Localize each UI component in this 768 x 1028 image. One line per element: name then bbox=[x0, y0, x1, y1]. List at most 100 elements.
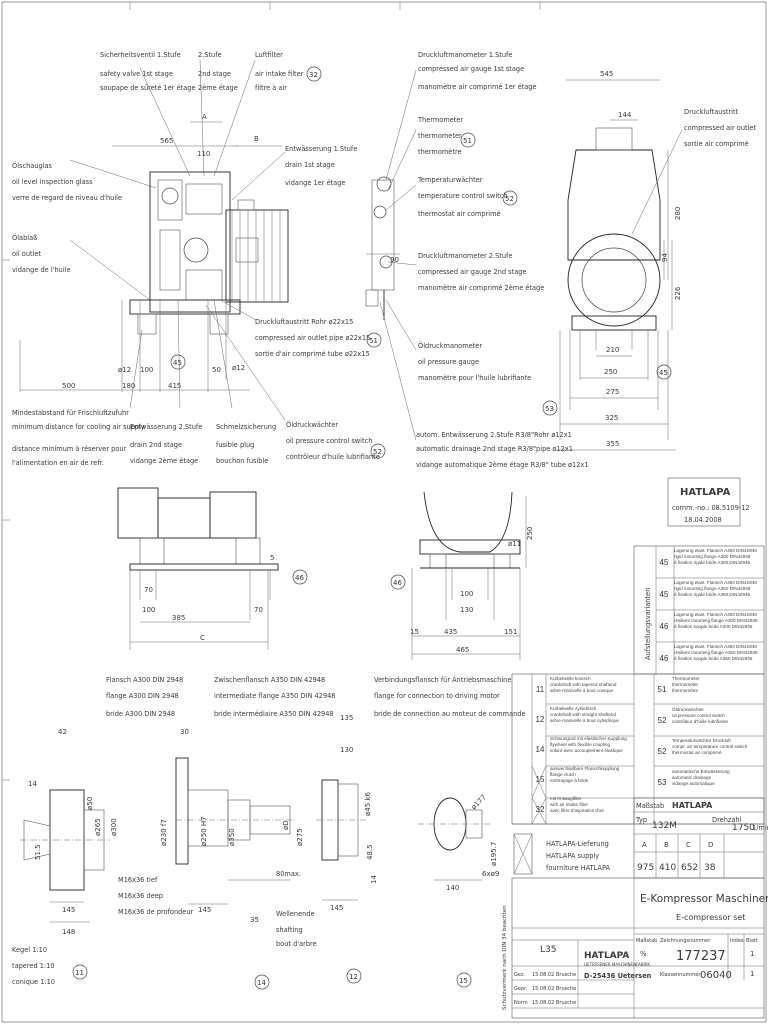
outlet-pipe-label-en: compressed air outlet pipe ø22x15 bbox=[255, 334, 370, 342]
dim-385: 385 bbox=[172, 614, 185, 622]
stage2-label-en: 2nd stage bbox=[198, 70, 231, 78]
tb-company: HATLAPA bbox=[584, 951, 629, 961]
svg-text:51: 51 bbox=[463, 137, 472, 145]
safety-valve-label-en: safety valve 1st stage bbox=[100, 70, 173, 78]
fusible-plug-label-de: Schmelzsicherung bbox=[216, 423, 276, 431]
part-left-row-text-en: with air intake filter bbox=[550, 802, 589, 807]
part-right-row-text-de: Thermometer bbox=[672, 676, 700, 681]
svg-text:D: D bbox=[708, 841, 713, 849]
drain2-label-en: drain 2nd stage bbox=[130, 441, 182, 449]
dim-130: 130 bbox=[460, 606, 473, 614]
air-outlet-right-label-en: compressed air outlet bbox=[684, 124, 756, 132]
svg-text:Brusche: Brusche bbox=[556, 972, 576, 978]
part-right-row-text-en: compr. air temperature control switch bbox=[672, 744, 748, 749]
svg-text:Drehzahl: Drehzahl bbox=[712, 816, 742, 824]
flange-a350-de: Zwischenflansch A350 DIN 42948 bbox=[214, 676, 325, 684]
svg-text:45: 45 bbox=[659, 369, 668, 377]
dim-148: 148 bbox=[62, 928, 75, 936]
option-row-text-fr: à fixation rigide bride A300 DIN42948 bbox=[674, 560, 751, 565]
dim-545: 545 bbox=[600, 70, 613, 78]
dim-C: C bbox=[200, 634, 205, 642]
svg-text:D-25436 Uetersen: D-25436 Uetersen bbox=[584, 972, 652, 980]
fusible-plug-label-fr: bouchon fusible bbox=[216, 457, 268, 465]
badge-52-oil bbox=[370, 443, 386, 459]
mounting-view-46-left: 70 100 70 385 C 5 46 bbox=[117, 487, 308, 650]
right-end-view: 545 144 210 250 275 325 355 280 94 226 4… bbox=[556, 70, 756, 451]
svg-text:Klassennummer: Klassennummer bbox=[660, 972, 701, 978]
svg-text:52: 52 bbox=[373, 448, 382, 456]
dim-177: ø177 bbox=[470, 793, 488, 811]
thread-de: M16x36 tief bbox=[118, 876, 158, 884]
dim-275: 275 bbox=[606, 388, 619, 396]
option-row-text-en: resilient mounting flange A300 DIN42948 bbox=[674, 618, 758, 623]
dim-265: ø265 bbox=[94, 818, 102, 836]
part-left-row-number: 11 bbox=[535, 684, 545, 694]
oil-outlet-label-en: oil outlet bbox=[12, 250, 41, 258]
dim-14a: 14 bbox=[28, 780, 37, 788]
svg-text:15: 15 bbox=[459, 977, 468, 985]
fusible-plug-label-en: fusible plug bbox=[216, 441, 254, 449]
tb-sheets: 1 bbox=[750, 970, 754, 978]
flange-a350-en: intermediate flange A350 DIN 42948 bbox=[214, 692, 335, 700]
dim-230: ø230 f7 bbox=[160, 819, 168, 846]
part-right-row-text-en: oil pressure control switch bbox=[672, 713, 725, 718]
temp-switch-label-fr: thermostat air comprimé bbox=[418, 210, 501, 218]
flange-a300-de: Flansch A300 DIN 2948 bbox=[106, 676, 183, 684]
tb-title-de: E-Kompressor Maschinensatz bbox=[640, 893, 768, 905]
flange-a300-en: flange A300 DIN 2948 bbox=[106, 692, 179, 700]
svg-text:15.08.02: 15.08.02 bbox=[532, 1000, 554, 1006]
option-row-text-en: rigid mounting flange A350 DIN42948 bbox=[674, 586, 751, 591]
drain1-label-en: drain 1st stage bbox=[285, 161, 335, 169]
auto-drain-label-en: automatic drainage 2nd stage R3/8"pipe ø… bbox=[416, 445, 573, 453]
dim-144: 144 bbox=[618, 111, 632, 119]
air-filter-label-fr: filtre à air bbox=[255, 84, 287, 92]
dim-A: A bbox=[202, 113, 207, 121]
tb-code: L35 bbox=[540, 945, 556, 955]
dim-51-5: 51.5 bbox=[34, 844, 42, 860]
air-outlet-right-label-de: Druckluftaustritt bbox=[684, 108, 739, 116]
oil-pressure-ctrl-label-de: Öldruckwächter bbox=[286, 420, 338, 429]
svg-text:%: % bbox=[640, 950, 647, 958]
part-left-row-text-fr: avec filtre d'aspiration d'air bbox=[550, 808, 605, 813]
motor bbox=[225, 209, 289, 303]
svg-text:Maßstab: Maßstab bbox=[636, 938, 657, 944]
dim-226: 226 bbox=[674, 286, 682, 300]
svg-text:32: 32 bbox=[309, 71, 318, 79]
part-right-row-text-fr: vidange automatique bbox=[672, 781, 715, 786]
part-right-row-number: 51 bbox=[657, 685, 667, 694]
thread-en: M16x36 deep bbox=[118, 892, 163, 900]
part-right-row-text-fr: thermomètre bbox=[672, 688, 699, 693]
oil-sight-label-fr: verre de regard de niveau d'huile bbox=[12, 194, 122, 202]
dim-B: B bbox=[254, 135, 259, 143]
dim-110: 110 bbox=[197, 150, 210, 158]
title-block: Maßstab HATLAPA Typ 132M Drehzahl 1750 1… bbox=[502, 797, 768, 1019]
part-right-row-text-fr: thermostat air comprimé bbox=[672, 750, 722, 755]
svg-text:Brusche: Brusche bbox=[556, 1000, 576, 1006]
svg-text:Norm: Norm bbox=[514, 1000, 528, 1006]
conn-flange-en: flange for connection to driving motor bbox=[374, 692, 500, 700]
part-right-row-text-fr: contrôleur d'huile lubrifiante bbox=[672, 719, 729, 724]
mounting-view-46-right: 100 130 15 435 151 465 ø11 250 46 bbox=[390, 491, 534, 660]
outlet-pipe-label-de: Druckluftaustritt Rohr ø22x15 bbox=[255, 318, 353, 326]
options-side-title: Aufstellungsvarianten bbox=[644, 588, 652, 660]
air-filter-label-en: air intake filter bbox=[255, 70, 304, 78]
svg-text:45: 45 bbox=[173, 359, 182, 367]
oil-pressure-ctrl-label-en: oil pressure control switch bbox=[286, 437, 372, 445]
part-left-row-number: 12 bbox=[535, 714, 545, 724]
dim-50b: ø50 bbox=[86, 797, 94, 810]
tb-drawing-no: 177237 bbox=[676, 949, 726, 964]
dim-280: 280 bbox=[674, 207, 682, 220]
option-row-text-de: Lagerung elast. Flansch A300 DIN42948 bbox=[674, 612, 757, 617]
dim-145a: 145 bbox=[62, 906, 75, 914]
tb-val-B: 410 bbox=[659, 863, 676, 873]
svg-text:Maßstab: Maßstab bbox=[636, 802, 664, 810]
svg-text:Typ: Typ bbox=[635, 816, 647, 824]
parts-table: HATLAPA-Lieferung HATLAPA supply fournit… bbox=[511, 673, 765, 875]
dim-180: 180 bbox=[122, 382, 135, 390]
